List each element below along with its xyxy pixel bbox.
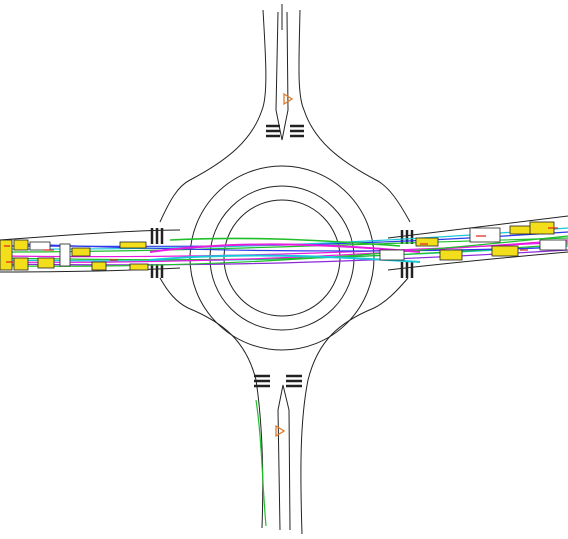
north-marker: [283, 92, 294, 106]
red-mark: [420, 227, 558, 251]
vehicle-block: [91, 261, 107, 271]
south-crossing: [254, 374, 302, 388]
north-west-edge: [159, 9, 267, 223]
south-east-edge: [300, 277, 409, 535]
east-crossing: [400, 230, 414, 278]
red-marks-west: [4, 245, 118, 263]
red-mark: [4, 245, 118, 263]
west-crossing: [150, 228, 164, 278]
vehicle-block: [119, 241, 147, 249]
vehicle-block: [509, 225, 533, 235]
path-magenta-2: [0, 239, 568, 263]
direction-markers: [275, 92, 294, 438]
north-crossing: [266, 124, 304, 138]
vehicle-block: [129, 263, 149, 271]
south-splitter-island: [277, 384, 291, 531]
path-green-4: [169, 237, 401, 247]
vehicle-block: [37, 257, 55, 269]
west-south-edge: [0, 267, 181, 273]
path-magenta-3: [149, 243, 421, 253]
south-marker: [275, 424, 286, 438]
vehicle-block: [29, 241, 51, 251]
red-marks-east: [420, 227, 558, 251]
vehicle-block: [0, 239, 13, 271]
west-north-edge: [0, 229, 181, 241]
vehicle-block: [469, 227, 501, 243]
vehicle-block: [439, 249, 463, 261]
vehicle-block: [491, 245, 519, 257]
vehicle-block: [539, 239, 567, 251]
vehicle-blocks-west: [0, 239, 149, 271]
vehicle-block: [71, 247, 91, 257]
vehicle-blocks-east: [379, 221, 567, 261]
vehicle-block: [415, 237, 439, 247]
vehicle-block: [379, 249, 405, 261]
vehicle-block: [59, 243, 71, 267]
north-splitter-island: [275, 4, 289, 141]
vehicle-block: [13, 257, 29, 271]
path-green-south: [255, 399, 267, 527]
path-green-3: [9, 235, 568, 267]
south-west-edge: [159, 277, 264, 529]
vehicle-block: [13, 239, 29, 251]
north-east-edge: [298, 9, 411, 223]
